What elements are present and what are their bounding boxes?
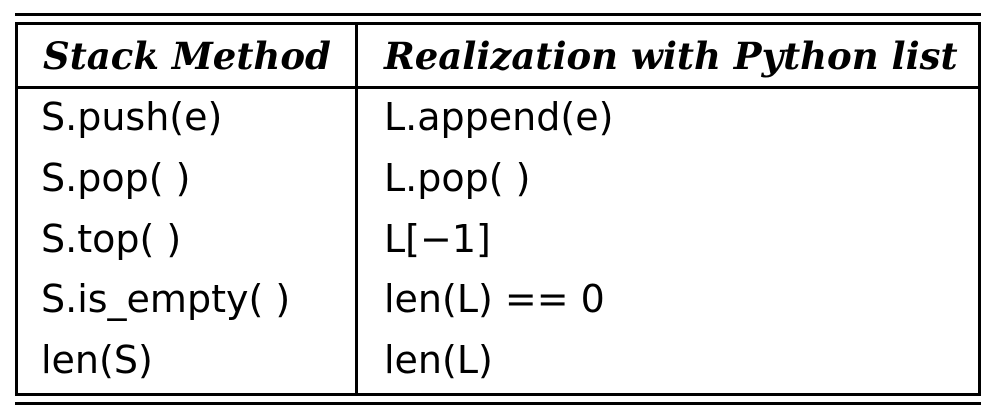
header-separator-rule <box>15 86 981 89</box>
table-bottom-rule-inner <box>15 393 981 396</box>
table-top-rule-outer <box>15 13 981 16</box>
table-cell-realization: L.append(e) <box>384 95 614 139</box>
table-cell-realization: L.pop( ) <box>384 156 531 200</box>
table-cell-method: S.push(e) <box>41 95 223 139</box>
table-cell-method: S.is_empty( ) <box>41 277 291 321</box>
header-stack-method: Stack Method <box>43 33 331 78</box>
table-cell-method: S.pop( ) <box>41 156 191 200</box>
table-cell-method: len(S) <box>41 338 153 382</box>
table-cell-realization: len(L) == 0 <box>384 277 605 321</box>
table-bottom-rule-outer <box>15 402 981 405</box>
table-top-rule-inner <box>15 22 981 25</box>
table-cell-realization: len(L) <box>384 338 493 382</box>
header-realization: Realization with Python list <box>384 33 958 78</box>
table-cell-realization: L[−1] <box>384 217 491 261</box>
table-cell-method: S.top( ) <box>41 217 182 261</box>
table-right-border <box>978 22 981 396</box>
column-divider <box>355 22 358 396</box>
table-left-border <box>15 22 18 396</box>
